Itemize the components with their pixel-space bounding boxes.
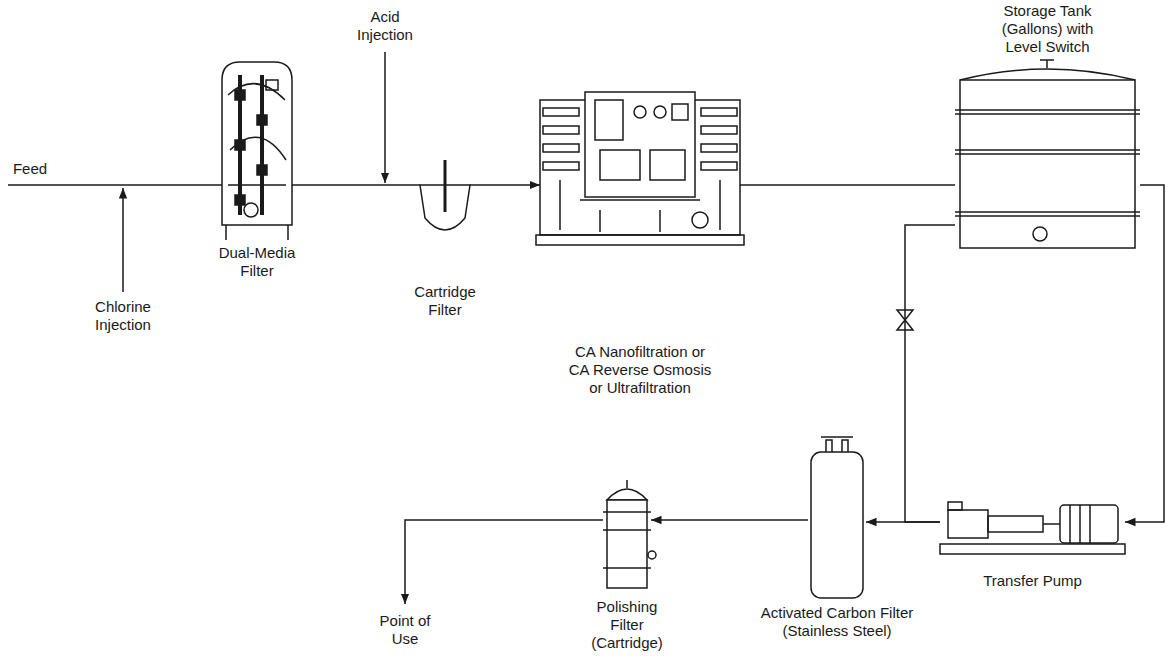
chlorine-injection-line xyxy=(122,188,124,292)
flow-connector xyxy=(740,184,955,186)
equipment-node: CA Nanofiltration or CA Reverse Osmosis … xyxy=(540,92,740,247)
equipment-label: Polishing Filter (Cartridge) xyxy=(587,598,667,652)
carbon-filter-drawing xyxy=(811,437,863,598)
equipment-label: Dual-Media Filter xyxy=(212,244,302,280)
flow-connector xyxy=(292,184,420,186)
storage-tank-drawing xyxy=(955,60,1140,248)
equipment-label: Storage Tank (Gallons) with Level Switch xyxy=(983,2,1113,56)
flow-label: Feed xyxy=(5,160,55,178)
flow-label: Point of Use xyxy=(373,612,437,648)
flow-connector xyxy=(1125,185,1164,522)
equipment-node: Cartridge Filter xyxy=(420,160,470,235)
polishing-filter-drawing xyxy=(603,480,656,588)
feed-line xyxy=(8,184,222,186)
equipment-node: Polishing Filter (Cartridge) xyxy=(603,478,651,590)
membrane-skid-drawing xyxy=(536,92,744,245)
dual-media-filter-drawing xyxy=(222,62,292,240)
flow-label: Chlorine Injection xyxy=(78,298,168,334)
equipment-node: Activated Carbon Filter (Stainless Steel… xyxy=(808,434,866,600)
equipment-node: Storage Tank (Gallons) with Level Switch xyxy=(955,58,1140,250)
flow-connector xyxy=(905,225,955,522)
acid-injection-line xyxy=(384,52,386,183)
equipment-label: Transfer Pump xyxy=(968,572,1098,590)
flow-label: Acid Injection xyxy=(345,8,425,44)
point-of-use-line xyxy=(405,520,603,604)
flow-connector xyxy=(651,519,808,521)
equipment-label: Cartridge Filter xyxy=(405,283,485,319)
equipment-node: Dual-Media Filter xyxy=(222,62,292,240)
equipment-label: CA Nanofiltration or CA Reverse Osmosis … xyxy=(565,343,715,397)
transfer-pump-drawing xyxy=(940,502,1125,554)
flow-connector xyxy=(470,184,540,186)
cartridge-filter-drawing xyxy=(420,160,470,230)
equipment-node: Transfer Pump xyxy=(940,500,1125,556)
equipment-label: Activated Carbon Filter (Stainless Steel… xyxy=(752,604,922,640)
